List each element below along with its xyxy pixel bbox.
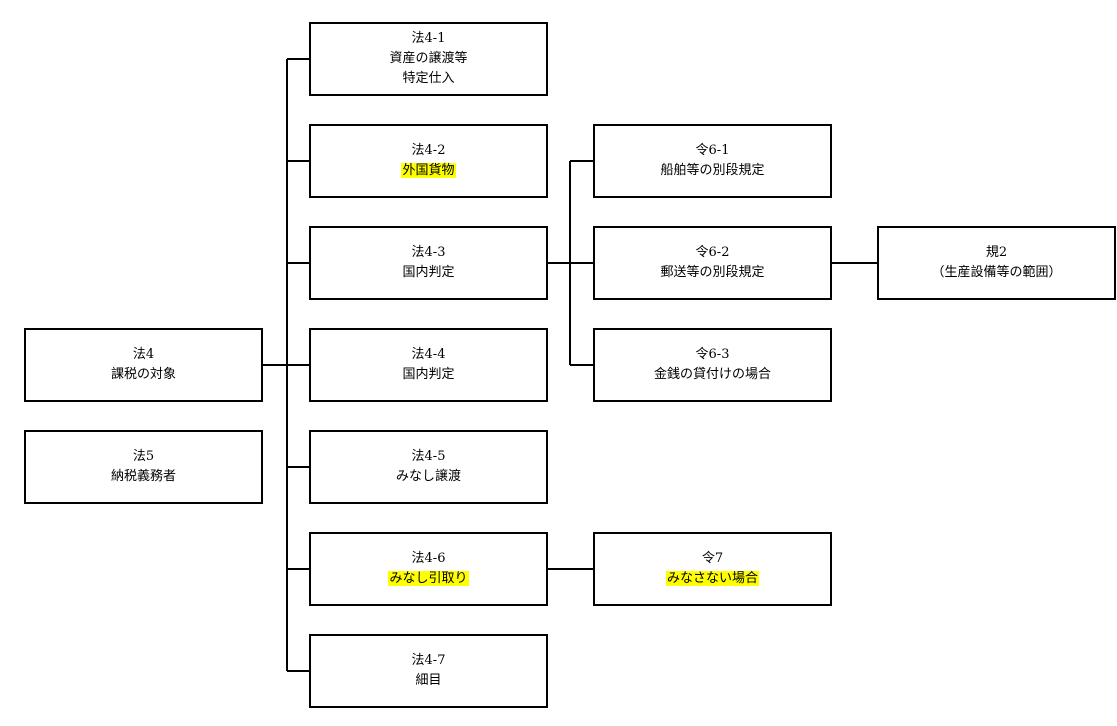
node-ho4-2: 法4-2 外国貨物 xyxy=(309,124,548,198)
node-ho5-id: 法5 xyxy=(132,449,155,464)
node-ho4-2-id: 法4-2 xyxy=(411,143,446,158)
node-ho5: 法5 納税義務者 xyxy=(24,430,263,504)
node-ki2-title: （生産設備等の範囲） xyxy=(931,265,1062,280)
node-ho4-6: 法4-6 みなし引取り xyxy=(309,532,548,606)
node-ho4-5-title: みなし譲渡 xyxy=(395,469,461,484)
node-ho4-1-subtitle: 特定仕入 xyxy=(402,71,455,86)
node-ho4-4: 法4-4 国内判定 xyxy=(309,328,548,402)
node-ho4-7: 法4-7 細目 xyxy=(309,634,548,708)
node-ho4-7-id: 法4-7 xyxy=(411,653,446,668)
node-ho4-7-title: 細目 xyxy=(415,673,442,688)
node-ho4-6-title-highlighted: みなし引取り xyxy=(388,571,469,586)
node-ho4-1-title: 資産の譲渡等 xyxy=(389,51,468,66)
node-ho4-4-title: 国内判定 xyxy=(402,367,455,382)
node-ki2-id: 規2 xyxy=(985,245,1008,260)
node-ho5-title: 納税義務者 xyxy=(110,469,176,484)
node-rei6-1-title: 船舶等の別段規定 xyxy=(660,163,765,178)
node-ho4-3: 法4-3 国内判定 xyxy=(309,226,548,300)
node-rei6-2-title: 郵送等の別段規定 xyxy=(660,265,765,280)
node-rei7: 令7 みなさない場合 xyxy=(593,532,832,606)
node-ho4: 法4 課税の対象 xyxy=(24,328,263,402)
node-rei6-3-title: 金銭の貸付けの場合 xyxy=(653,367,771,382)
node-ho4-title: 課税の対象 xyxy=(110,367,176,382)
node-ho4-2-title-highlighted: 外国貨物 xyxy=(401,163,456,178)
node-ho4-3-title: 国内判定 xyxy=(402,265,455,280)
node-ho4-3-id: 法4-3 xyxy=(411,245,446,260)
node-rei6-1-id: 令6-1 xyxy=(695,143,730,158)
node-rei7-id: 令7 xyxy=(701,551,724,566)
node-ho4-id: 法4 xyxy=(132,347,155,362)
node-rei6-2-id: 令6-2 xyxy=(695,245,730,260)
node-ho4-5-id: 法4-5 xyxy=(411,449,446,464)
node-ho4-1: 法4-1 資産の譲渡等 特定仕入 xyxy=(309,22,548,96)
node-ki2: 規2 （生産設備等の範囲） xyxy=(877,226,1116,300)
node-rei6-3-id: 令6-3 xyxy=(695,347,730,362)
node-ho4-5: 法4-5 みなし譲渡 xyxy=(309,430,548,504)
node-rei6-3: 令6-3 金銭の貸付けの場合 xyxy=(593,328,832,402)
node-rei7-title-highlighted: みなさない場合 xyxy=(665,571,759,586)
node-ho4-4-id: 法4-4 xyxy=(411,347,446,362)
node-rei6-2: 令6-2 郵送等の別段規定 xyxy=(593,226,832,300)
node-rei6-1: 令6-1 船舶等の別段規定 xyxy=(593,124,832,198)
node-ho4-1-id: 法4-1 xyxy=(411,31,446,46)
node-ho4-6-id: 法4-6 xyxy=(411,551,446,566)
